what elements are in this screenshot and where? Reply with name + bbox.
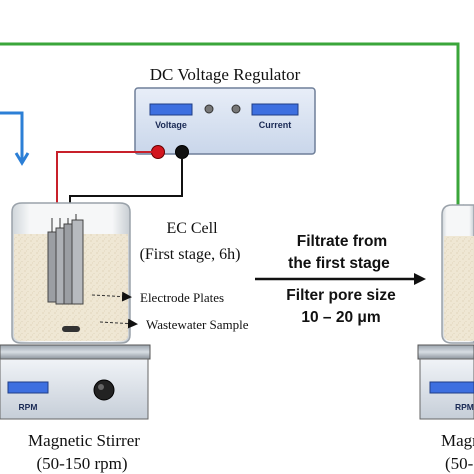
stirrer-right-name: Magnetic Stirrer [441,431,474,450]
sample-pointer [99,318,138,329]
stirrer-right-speed: (50-150 rpm) [445,454,474,473]
blue-flow-line [0,111,30,166]
transfer-line1: Filtrate from [297,233,387,250]
stirrer-left-name: Magnetic Stirrer [28,431,140,450]
rpm-display [429,381,474,394]
dc-voltage-regulator: Voltage Current [134,87,316,159]
knob-icon [231,104,241,114]
regulator-title: DC Voltage Regulator [150,65,301,84]
current-display [251,103,299,116]
knob-icon [204,104,214,114]
stirrer-left-speed: (50-150 rpm) [36,454,127,473]
ec-cell-subtitle: (First stage, 6h) [140,246,241,263]
rpm-label: RPM [19,402,38,412]
transfer-line3: Filter pore size [286,287,396,304]
voltage-label: Voltage [155,120,187,130]
terminal-icon [175,145,189,159]
arrow-icon [255,273,426,285]
electrode-plates [47,214,84,305]
magnetic-stirrer-left: RPM [0,344,151,420]
electrode-label: Electrode Plates [140,290,224,305]
transfer-line2: the first stage [288,255,390,272]
terminal-icon [151,145,165,159]
second-stage-beaker [441,204,474,344]
current-label: Current [259,120,292,130]
knob-icon [93,379,115,401]
magnetic-stirrer-right [417,344,474,420]
right-crop: RPM Magnetic Stirrer (50-150 rpm) [441,402,474,473]
electrode-pointer [91,291,132,302]
ec-cell-title: EC Cell [166,220,218,237]
sample-label: Wastewater Sample [146,317,249,332]
transfer-line4: 10 – 20 μm [301,309,380,326]
rpm-label: RPM [455,402,474,412]
voltage-display [149,103,193,116]
rpm-display [7,381,49,394]
